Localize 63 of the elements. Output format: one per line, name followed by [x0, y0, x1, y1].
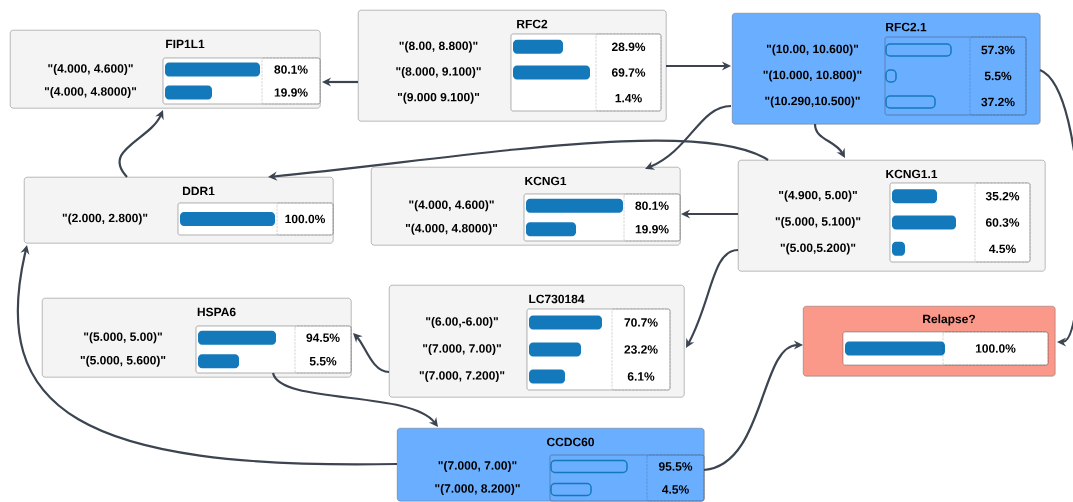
node-title: KCNG1 [525, 176, 567, 186]
arrow [645, 104, 732, 170]
percent-value: 57.3% [981, 45, 1015, 55]
node-title: RFC2.1 [886, 22, 927, 32]
arrow [686, 248, 739, 348]
percent-value: 94.5% [306, 333, 340, 342]
node-title: FIP1L1 [166, 39, 205, 49]
state-label: "(9.000 9.100)" [397, 92, 480, 104]
state-label: "(5.000, 5.600)" [80, 355, 166, 367]
percent-value: 70.7% [624, 318, 658, 327]
state-label: "(7.000, 7.00)" [438, 460, 517, 473]
node-title: DDR1 [182, 186, 215, 196]
node-title: CCDC60 [547, 437, 594, 447]
node-title: KCNG1.1 [886, 169, 938, 179]
node-title: Relapse? [923, 314, 975, 326]
arrow [703, 340, 803, 472]
state-label: "(7.000, 8.200)" [435, 483, 520, 496]
percent-value: 1.4% [615, 93, 642, 103]
state-label: "(6.00,-6.00)" [426, 316, 498, 329]
percent-value: 4.5% [989, 244, 1016, 254]
state-label: "(7.000, 7.00)" [423, 343, 501, 356]
percent-value: 80.1% [274, 65, 308, 74]
percent-value: 60.3% [985, 218, 1020, 227]
state-label: "(8.000, 9.100)" [396, 66, 481, 79]
node-title: LC730184 [529, 294, 585, 304]
arrow [1039, 69, 1073, 347]
percent-value: 23.2% [624, 345, 658, 354]
state-label: "(10.000, 10.800)" [763, 70, 862, 82]
percent-value: 80.1% [635, 201, 669, 210]
state-label: "(10.00, 10.600)" [766, 44, 859, 56]
state-label: "(5.000, 5.00)" [84, 332, 162, 344]
node-title: HSPA6 [197, 307, 236, 317]
state-label: "(4.000, 4.8000)" [44, 86, 137, 99]
percent-value: 5.5% [309, 357, 337, 366]
percent-value: 6.1% [627, 372, 655, 381]
percent-value: 4.5% [662, 485, 689, 494]
state-label: "(2.000, 2.800)" [62, 213, 148, 225]
percent-value: 100.0% [285, 214, 326, 224]
state-label: "(4.900, 5.00)" [779, 190, 857, 202]
node-title: RFC2 [517, 19, 548, 29]
state-label: "(4.000, 4.8000)" [405, 223, 498, 235]
percent-value: 37.2% [981, 97, 1015, 107]
percent-value: 95.5% [658, 462, 693, 471]
percent-value: 100.0% [975, 344, 1016, 353]
percent-value: 19.9% [635, 225, 669, 234]
arrow [118, 110, 164, 178]
state-label: "(4.000, 4.600)" [409, 200, 494, 212]
state-label: "(5.00,5.200)" [780, 243, 856, 255]
state-label: "(10.290,10.500)" [765, 96, 860, 108]
percent-value: 19.9% [274, 88, 308, 97]
arrow [353, 333, 390, 374]
arrow [17, 245, 397, 466]
state-label: "(5.000, 5.100)" [775, 216, 861, 229]
arrow [272, 372, 438, 427]
state-label: "(4.000, 4.600)" [48, 63, 133, 76]
percent-value: 69.7% [611, 68, 646, 77]
state-label: "(7.000, 7.200)" [419, 370, 505, 383]
arrow [813, 123, 845, 158]
percent-value: 28.9% [611, 42, 646, 52]
percent-value: 5.5% [984, 71, 1012, 81]
percent-value: 35.2% [985, 191, 1020, 201]
state-label: "(8.00, 8.800)" [399, 41, 478, 53]
arrow [268, 139, 769, 181]
